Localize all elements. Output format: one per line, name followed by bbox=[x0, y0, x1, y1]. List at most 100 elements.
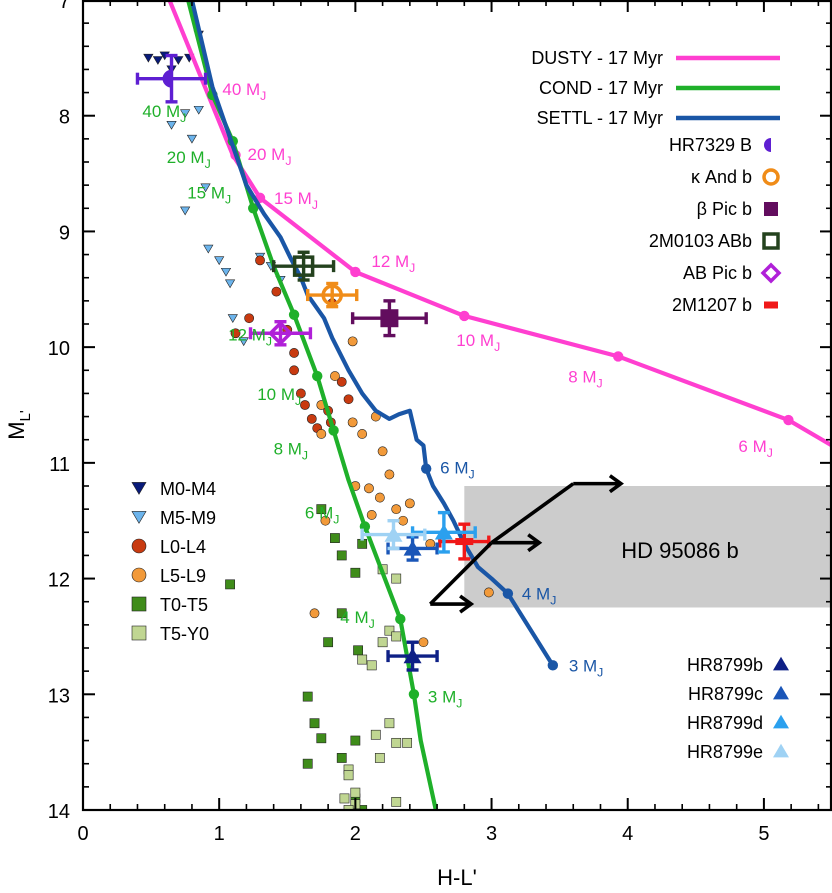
y-axis-label: ML' bbox=[4, 410, 34, 440]
legend-spectral-marker bbox=[131, 511, 147, 524]
legend-object-label: AB Pic b bbox=[683, 263, 752, 283]
field-m5m9-point bbox=[227, 314, 238, 323]
legend-hr8799-marker bbox=[773, 685, 789, 700]
legend-spectral-marker bbox=[131, 482, 147, 495]
field-m5m9-point bbox=[166, 120, 177, 130]
field-l5l9-point bbox=[366, 510, 377, 520]
series-settl-mass-label: 4 MJ bbox=[522, 585, 556, 608]
x-axis-label: H-L' bbox=[437, 865, 477, 890]
field-t0t5-point bbox=[316, 504, 327, 515]
field-t0t5-point bbox=[302, 758, 313, 769]
legend-model-label: COND - 17 Myr bbox=[539, 78, 663, 98]
field-t5y0-point bbox=[391, 631, 402, 642]
series-cond-mass-point bbox=[312, 370, 323, 382]
field-m5m9-point bbox=[214, 256, 225, 266]
legend-spectral-marker bbox=[131, 625, 147, 641]
legend-spectral-label: T0-T5 bbox=[160, 595, 208, 615]
legend-spectral-marker bbox=[131, 538, 147, 554]
series-settl-mass-point bbox=[502, 588, 514, 599]
field-t0t5-point bbox=[350, 567, 361, 578]
field-l5l9-point bbox=[347, 417, 358, 428]
field-l0l4-point bbox=[306, 413, 317, 424]
legend-spectral-marker bbox=[131, 567, 147, 583]
field-l5l9-point bbox=[398, 515, 408, 526]
series-cond-mass-label: 8 MJ bbox=[274, 439, 308, 462]
field-l0l4-point bbox=[289, 348, 299, 358]
field-l0l4-point bbox=[289, 365, 299, 376]
object-hr8799e-marker bbox=[384, 526, 403, 542]
field-m5m9-point bbox=[200, 183, 211, 193]
field-l0l4-point bbox=[255, 255, 265, 266]
connector-line bbox=[428, 541, 493, 606]
legend-spectral-label: L0-L4 bbox=[160, 537, 206, 557]
field-t0t5-point bbox=[309, 718, 320, 729]
series-cond-mass-point bbox=[328, 425, 339, 436]
legend-model-label: DUSTY - 17 Myr bbox=[531, 48, 663, 68]
field-l0l4-point bbox=[295, 388, 306, 399]
field-t0t5-point bbox=[302, 691, 313, 702]
x-tick-label: 0 bbox=[77, 823, 88, 845]
field-t0t5-point bbox=[357, 538, 368, 549]
legend-object-marker bbox=[764, 301, 778, 309]
series-cond-mass-label: 3 MJ bbox=[428, 687, 462, 710]
y-tick-label: 12 bbox=[48, 570, 70, 592]
y-tick-label: 9 bbox=[59, 222, 70, 244]
field-m0m4-point bbox=[173, 56, 184, 65]
field-l0l4-point bbox=[343, 394, 354, 405]
y-tick-label: 14 bbox=[48, 801, 70, 823]
field-t0t5-point bbox=[336, 608, 347, 619]
legend-hr8799-label: HR8799d bbox=[687, 713, 763, 733]
field-t5y0-point bbox=[391, 573, 402, 584]
legend-hr8799-marker bbox=[773, 743, 789, 758]
series-settl-mass-point bbox=[547, 660, 559, 671]
field-t5y0-point bbox=[391, 737, 402, 748]
field-l5l9-point bbox=[404, 498, 415, 509]
field-m5m9-point bbox=[224, 279, 236, 289]
field-t5y0-point bbox=[343, 805, 354, 810]
series-cond-mass-label: 10 MJ bbox=[257, 385, 301, 408]
y-tick-label: 10 bbox=[48, 338, 70, 360]
field-l5l9-point bbox=[391, 504, 402, 515]
legend-hr8799-label: HR8799c bbox=[688, 684, 763, 704]
series-dusty-mass-point bbox=[350, 266, 361, 278]
field-l5l9-point bbox=[377, 446, 388, 457]
object-m1207-marker bbox=[455, 538, 474, 546]
series-dusty-mass-label: 6 MJ bbox=[738, 437, 772, 460]
legend-object-marker bbox=[762, 232, 780, 250]
field-l0l4-point bbox=[244, 313, 255, 324]
field-l5l9-point bbox=[483, 587, 494, 598]
series-cond-mass-point bbox=[288, 309, 300, 320]
legend-hr8799-label: HR8799e bbox=[687, 742, 763, 762]
legend-object-label: κ And b bbox=[691, 167, 752, 187]
field-l5l9-point bbox=[316, 429, 327, 439]
field-t0t5-point bbox=[330, 533, 340, 543]
legend-spectral-label: M5-M9 bbox=[160, 508, 216, 528]
series-cond-mass-label: 40 MJ bbox=[142, 102, 186, 125]
field-l5l9-point bbox=[418, 637, 429, 648]
field-t5y0-point bbox=[391, 796, 402, 807]
field-t0t5-point bbox=[357, 805, 368, 810]
legend-model-label: SETTL - 17 Myr bbox=[537, 108, 663, 128]
field-m5m9-point bbox=[203, 244, 214, 254]
field-dwarf-layer bbox=[143, 30, 494, 810]
field-t0t5-point bbox=[323, 637, 334, 648]
legend-object-marker bbox=[762, 168, 780, 186]
legend-object-label: 2M0103 ABb bbox=[649, 231, 752, 251]
field-l0l4-point bbox=[336, 376, 347, 387]
object-beta_pic-marker bbox=[380, 309, 399, 328]
field-m5m9-point bbox=[180, 206, 191, 216]
series-cond-mass-label: 4 MJ bbox=[340, 608, 374, 631]
arrow-head bbox=[459, 594, 475, 614]
legend-object-label: HR7329 B bbox=[669, 135, 752, 155]
field-t5y0-point bbox=[366, 660, 377, 671]
y-tick-label: 11 bbox=[49, 454, 70, 476]
legend-spectral-label: M0-M4 bbox=[160, 479, 216, 499]
series-settl-mass-label: 3 MJ bbox=[569, 656, 603, 679]
field-m0m4-point bbox=[143, 53, 154, 63]
field-t5y0-point bbox=[350, 787, 361, 798]
legend-object-marker bbox=[764, 202, 778, 216]
legend-spectral-label: T5-Y0 bbox=[160, 624, 209, 644]
field-l5l9-point bbox=[374, 492, 385, 503]
